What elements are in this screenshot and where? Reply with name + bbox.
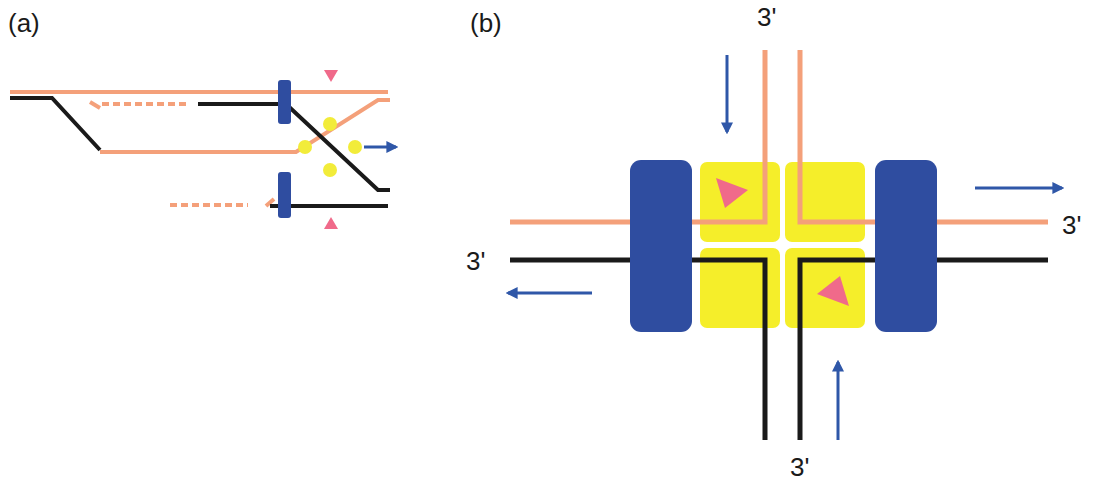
ruvb-ring — [630, 160, 692, 332]
cleavage-triangle — [324, 70, 338, 82]
ruva-core — [700, 162, 865, 328]
migration-arrow — [837, 362, 840, 440]
panel-letter: (a) — [8, 8, 40, 38]
migration-arrow — [975, 187, 1062, 190]
orange-dashed-strand — [170, 203, 248, 207]
cleavage-triangle — [716, 178, 748, 208]
ruvb-ring — [875, 160, 937, 332]
panel-letter: (b) — [470, 8, 502, 38]
cleavage-triangle — [817, 276, 849, 306]
orange-strand — [100, 100, 390, 152]
strand-end-label: 3' — [757, 2, 776, 32]
migration-arrow — [508, 292, 592, 295]
orange-dashed-strand — [102, 102, 190, 106]
orange-strand — [10, 90, 388, 94]
ruvb-ring — [278, 80, 291, 124]
migration-arrow — [726, 55, 729, 132]
orange-strand-end — [90, 102, 100, 108]
black-strand — [198, 104, 390, 190]
black-strand — [10, 98, 100, 150]
panel-a-strands — [10, 92, 390, 206]
cleavage-triangle — [324, 217, 338, 229]
strand-end-label: 3' — [466, 246, 485, 276]
strand-end-label: 3' — [790, 452, 809, 482]
ruvb-ring — [278, 172, 291, 218]
migration-arrow — [364, 146, 396, 149]
strand-end-label: 3' — [1062, 210, 1081, 240]
ruva-tetramer — [298, 117, 362, 177]
